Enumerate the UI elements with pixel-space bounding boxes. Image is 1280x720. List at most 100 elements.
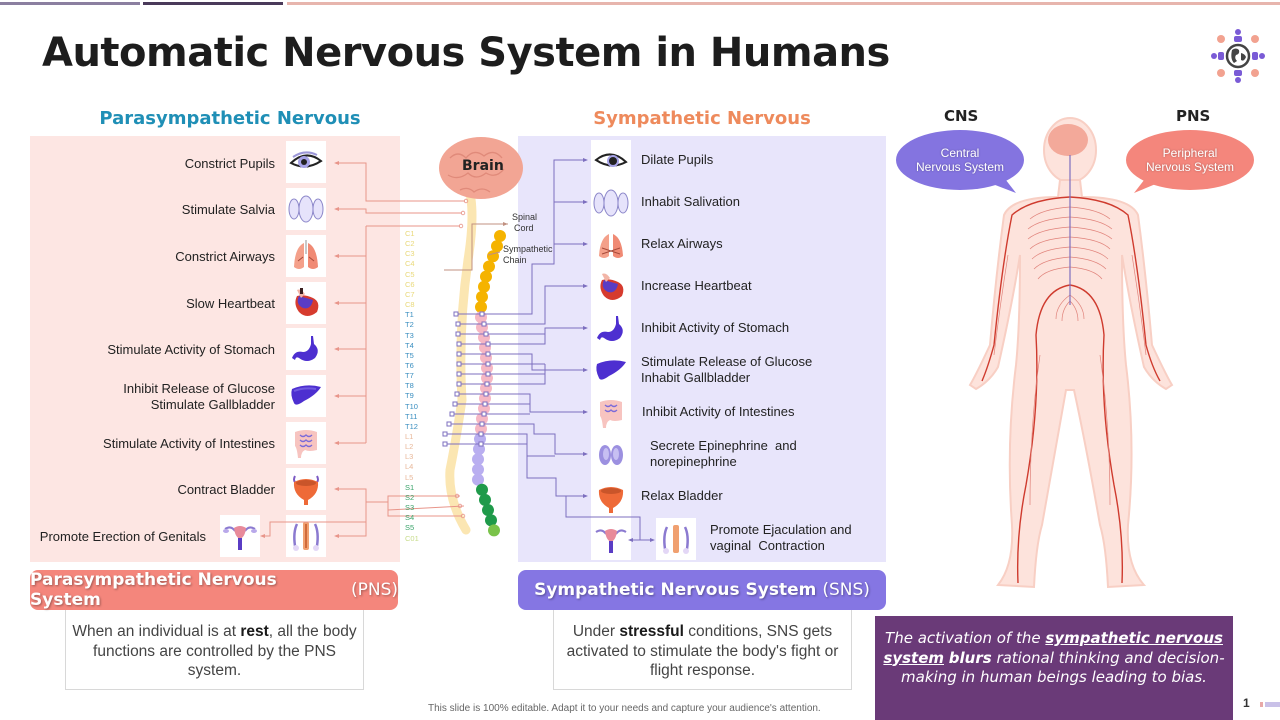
spinal-level-t7: T7 [405, 371, 414, 381]
ganglion-s2 [479, 493, 491, 506]
salivary-gland-icon [591, 182, 631, 224]
spinal-level-c6: C6 [405, 279, 415, 289]
spinal-cord [445, 180, 477, 535]
pns-speech-bubble [1126, 130, 1254, 193]
sym-item-inhibit-stomach: Inhibit Activity of Stomach [641, 320, 790, 335]
spinal-level-c4: C4 [405, 259, 415, 269]
spinal-level-s4: S4 [405, 513, 415, 523]
spinal-level-t4: T4 [405, 340, 414, 350]
parasympathetic-heading: Parasympathetic Nervous [99, 108, 361, 129]
sym-item-glucose-line1: Stimulate Release of Glucose [641, 354, 813, 369]
page-indicator-bar-1 [1260, 702, 1263, 707]
quote-bold: blurs [948, 648, 992, 667]
page-title: Automatic Nervous System in Humans [42, 30, 890, 76]
spinal-level-s3: S3 [405, 503, 415, 513]
sym-item-relax-bladder: Relax Bladder [641, 488, 723, 503]
para-item-stimulate-intestines: Stimulate Activity of Intestines [103, 436, 275, 451]
pns-desc-bold: rest [240, 623, 269, 640]
heart-icon [286, 282, 326, 324]
intestines-icon [591, 392, 631, 434]
para-item-stimulate-salvia: Stimulate Salvia [181, 202, 275, 217]
cns-heading: CNS [944, 107, 979, 125]
spinal-level-t9: T9 [405, 391, 414, 401]
pns-desc-pre: When an individual is at [72, 623, 241, 640]
spinal-level-t11: T11 [405, 411, 418, 421]
lungs-icon [591, 224, 631, 266]
chain-node [485, 371, 491, 377]
sym-item-increase-heartbeat: Increase Heartbeat [641, 278, 752, 293]
ganglion-c7 [476, 290, 488, 303]
brain-label: Brain [462, 158, 504, 174]
cns-bubble-line1: Central [940, 146, 980, 160]
spinal-level-s5: S5 [405, 523, 415, 533]
spinal-level-c01: C01 [405, 533, 419, 543]
top-accent-bar-1 [0, 2, 140, 5]
cord-node [456, 361, 462, 367]
sympathetic-chain-label-1: Sympathetic [503, 244, 553, 254]
spinal-level-c5: C5 [405, 269, 415, 279]
spinal-level-t6: T6 [405, 360, 414, 370]
chain-node [482, 401, 488, 407]
quote-highlight: sympathetic nervous system [883, 629, 1223, 667]
para-item-slow-heartbeat: Slow Heartbeat [186, 296, 275, 311]
sym-item-dilate-pupils: Dilate Pupils [641, 152, 714, 167]
quote-part1: The activation of the [885, 629, 1046, 647]
spinal-level-t2: T2 [405, 320, 414, 330]
peripheral-nerves [981, 196, 1161, 584]
sns-banner-abbr: (SNS) [822, 580, 870, 600]
spinal-level-l3: L3 [405, 452, 414, 462]
sns-banner-title: Sympathetic Nervous System [534, 580, 817, 600]
chain-node [481, 411, 487, 417]
chain-node [478, 431, 484, 437]
spinal-cord-label-2: Cord [514, 223, 534, 233]
cord-node [446, 421, 452, 427]
liver-icon [286, 375, 326, 417]
ganglion-c1 [494, 230, 506, 242]
cord-node [456, 371, 462, 377]
pns-description: When an individual is at rest, all the b… [65, 610, 364, 690]
cord-node [456, 341, 462, 347]
ganglion-s1 [476, 483, 488, 496]
chain-node [483, 331, 489, 337]
cord-node [455, 331, 461, 337]
sns-banner: Sympathetic Nervous System (SNS) [518, 570, 886, 610]
spinal-level-s2: S2 [405, 492, 415, 502]
pns-banner-abbr: (PNS) [350, 580, 398, 600]
human-nervous-system-figure [896, 117, 1254, 589]
top-accent-bar-2 [143, 2, 283, 5]
spinal-level-t3: T3 [405, 330, 414, 340]
chain-node [483, 391, 489, 397]
ganglion-l5 [472, 473, 484, 486]
cns-bubble-line2: Nervous System [915, 160, 1005, 174]
intestines-icon [286, 422, 326, 464]
cord-node [442, 441, 448, 447]
para-item-glucose-line1: Inhibit Release of Glucose [123, 381, 275, 396]
sym-item-inhabit-salivation: Inhabit Salivation [641, 194, 741, 209]
pns-banner: Parasympathetic Nervous System (PNS) [30, 570, 398, 610]
top-accent-bar-3 [287, 2, 1280, 5]
para-item-stimulate-stomach: Stimulate Activity of Stomach [107, 342, 275, 357]
lungs-icon [286, 235, 326, 277]
sym-item-epinephrine-line2: norepinephrine [650, 454, 737, 469]
sns-desc-bold: stressful [619, 623, 684, 640]
cord-node [449, 411, 455, 417]
brain-icon [439, 137, 523, 199]
spinal-level-c8: C8 [405, 300, 415, 310]
sns-desc-post: conditions, SNS gets activated to stimul… [566, 623, 839, 679]
sym-item-ejaculation-line1: Promote Ejaculation and [710, 522, 852, 537]
sym-connectors [446, 159, 652, 541]
salivary-gland-icon [286, 188, 326, 230]
adrenal-glands-icon [591, 434, 631, 476]
ganglion-l4 [472, 463, 484, 476]
pns-banner-title: Parasympathetic Nervous System [30, 570, 277, 610]
spinal-level-t5: T5 [405, 350, 414, 360]
rib-nerves [993, 206, 1147, 506]
cord-node [454, 391, 460, 397]
ganglion-s3 [482, 504, 494, 517]
para-connectors [262, 162, 465, 537]
spinal-level-t1: T1 [405, 310, 414, 320]
spinal-level-l1: L1 [405, 432, 414, 441]
quote-part3: rational thinking and decision-making in… [901, 648, 1225, 687]
spinal-level-t12: T12 [405, 421, 418, 431]
